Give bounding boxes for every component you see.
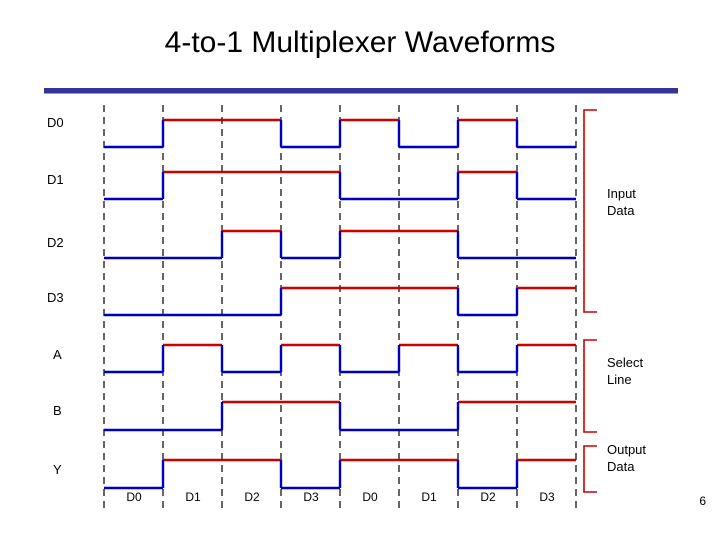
page-title: 4-to-1 Multiplexer Waveforms [164, 26, 556, 59]
row-label-y: Y [53, 462, 62, 477]
select-line-bracket [583, 339, 597, 433]
output-data-label-line-0: Output [607, 442, 647, 457]
tick-label-0: D0 [126, 490, 142, 504]
tick-label-4: D0 [362, 490, 378, 504]
row-label-d0: D0 [47, 115, 64, 130]
row-label-d3: D3 [47, 290, 64, 305]
signal-b [104, 400, 576, 432]
output-data-label-line-1: Data [607, 459, 635, 474]
output-data-bracket [583, 445, 597, 493]
row-label-b: B [53, 403, 62, 418]
signal-d3 [104, 286, 576, 317]
signal-y [104, 458, 576, 490]
group-brackets [583, 109, 597, 493]
tick-label-7: D3 [539, 490, 555, 504]
select-line-label-line-1: Line [607, 372, 632, 387]
tick-label-6: D2 [480, 490, 496, 504]
grid-lines [103, 105, 577, 512]
title-divider [44, 88, 678, 94]
signal-d1 [104, 170, 576, 201]
row-label-a: A [53, 347, 62, 362]
tick-label-1: D1 [185, 490, 201, 504]
signal-d2 [104, 229, 576, 260]
select-line-label-line-0: Select [607, 355, 644, 370]
tick-label-5: D1 [421, 490, 437, 504]
input-data-bracket [583, 109, 597, 313]
tick-label-2: D2 [244, 490, 260, 504]
row-label-d1: D1 [47, 172, 64, 187]
input-data-label-line-0: Input [607, 186, 636, 201]
page-number: 6 [699, 494, 706, 508]
signal-d0 [104, 118, 576, 149]
tick-label-3: D3 [303, 490, 319, 504]
input-data-label-line-1: Data [607, 203, 635, 218]
row-label-d2: D2 [47, 235, 64, 250]
signal-traces [104, 118, 576, 490]
signal-a [104, 343, 576, 374]
